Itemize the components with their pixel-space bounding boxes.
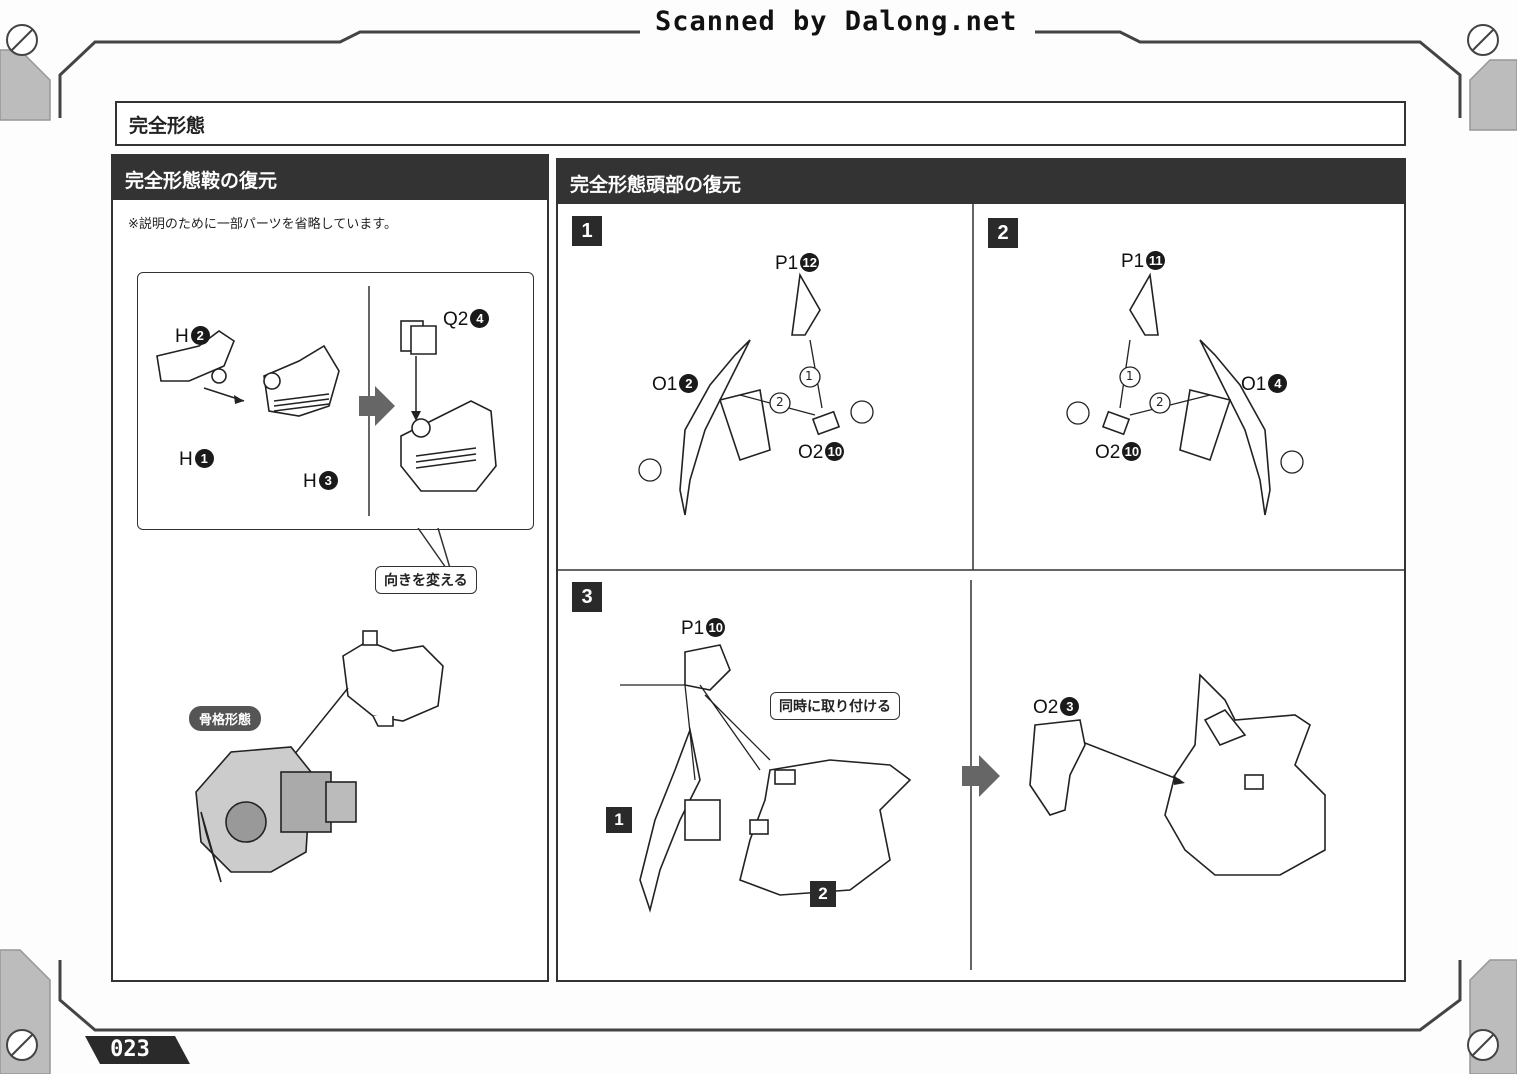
skeleton-form-tag: 骨格形態: [189, 706, 262, 731]
step3-final-head-illustration: [1029, 673, 1326, 876]
right-panel-heading: 完全形態頭部の復元: [570, 174, 742, 196]
step2-number-o1: 4: [1268, 374, 1288, 393]
step3-sub-2-badge: 2: [810, 881, 836, 907]
rotate-callout: 向きを変える: [375, 566, 477, 594]
left-panel-header: 完全形態鞍の復元: [113, 156, 547, 200]
step2-arrow-2-label: 2: [1156, 395, 1164, 409]
rotated-saddle-illustration: [342, 630, 444, 727]
part-number-h3: 3: [318, 471, 338, 490]
step3-next-arrow-icon: [962, 755, 1000, 797]
step1-arrow-2-label: 2: [776, 395, 784, 409]
step1-number-p1: 12: [800, 253, 820, 272]
step-2-badge: 2: [988, 218, 1018, 248]
inset-box: [137, 272, 534, 530]
next-arrow-icon: [359, 386, 395, 426]
step1-number-o2: 10: [825, 442, 845, 461]
right-panel-header: 完全形態頭部の復元: [558, 160, 1404, 204]
scan-watermark: Scanned by Dalong.net: [655, 6, 1018, 37]
step1-arrow-1-label: 1: [805, 369, 813, 383]
step-3-badge: 3: [572, 582, 602, 612]
step2-arrow-1-label: 1: [1126, 369, 1134, 383]
page-number: 023: [110, 1037, 150, 1062]
step-1-badge: 1: [572, 216, 602, 246]
skeleton-body-illustration: [195, 746, 357, 883]
attach-simultaneously-callout: 同時に取り付ける: [770, 692, 900, 720]
saddle-assembled-illustration: [400, 320, 497, 492]
omission-note: ※説明のために一部パーツを省略しています。: [128, 217, 397, 232]
page-title-box: 完全形態: [115, 101, 1406, 146]
step1-head-illustration: [638, 272, 874, 516]
step3-number-o2: 3: [1060, 697, 1080, 716]
step2-number-o2: 10: [1122, 442, 1142, 461]
page-title: 完全形態: [129, 115, 206, 137]
saddle-parts-illustration: [156, 330, 340, 417]
step3-number-p1: 10: [706, 618, 726, 637]
left-panel-heading: 完全形態鞍の復元: [125, 170, 278, 192]
step1-number-o1: 2: [679, 374, 699, 393]
step3-sub-1-badge: 1: [606, 807, 632, 833]
part-number-q2: 4: [470, 309, 490, 328]
step3-assembly-illustration: [620, 644, 912, 913]
part-number-h1: 1: [194, 449, 214, 468]
step2-number-p1: 11: [1146, 251, 1166, 270]
step2-head-illustration: [1066, 272, 1304, 516]
part-number-h2: 2: [190, 326, 210, 345]
